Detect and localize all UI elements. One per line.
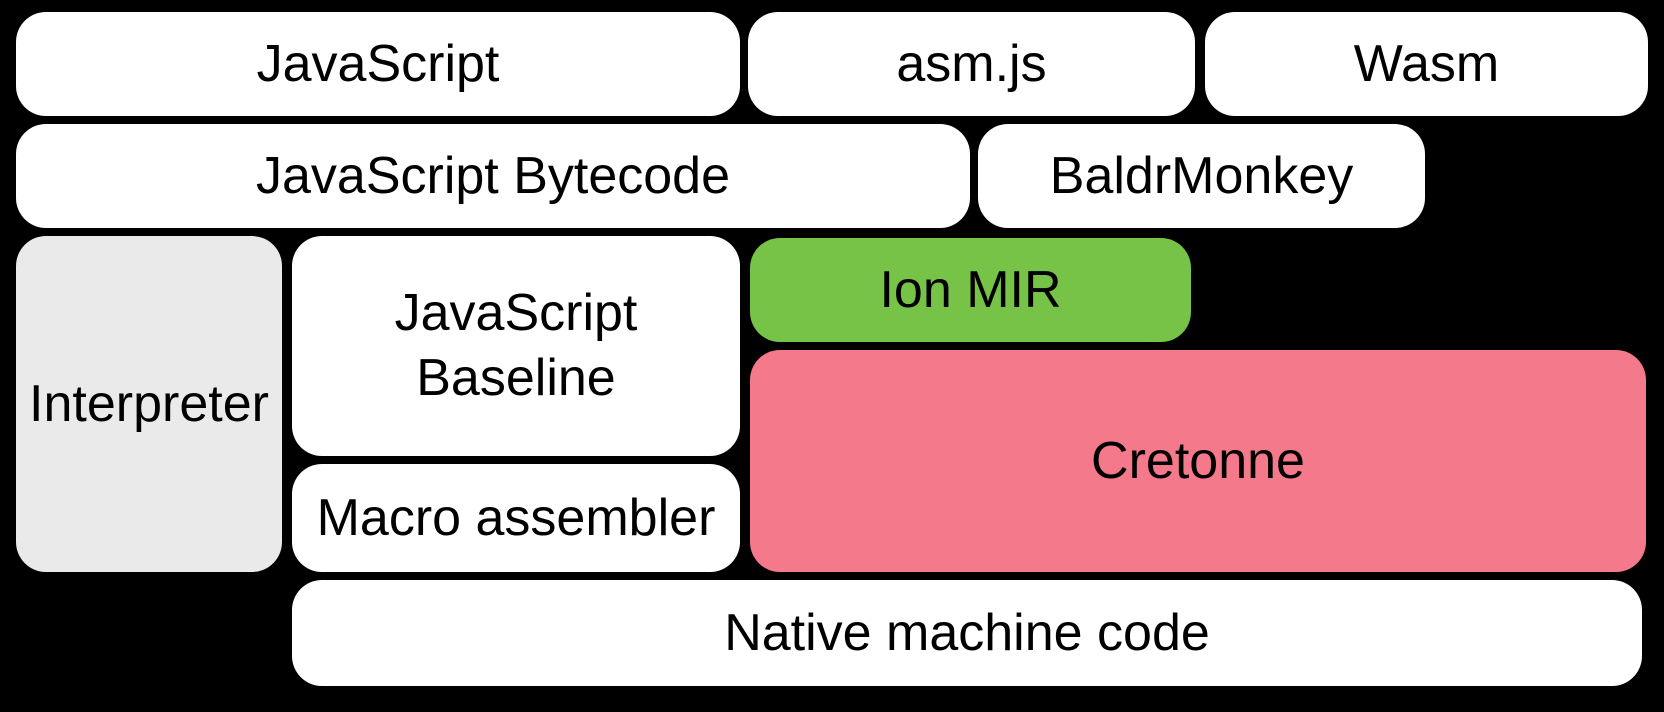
node-javascript-baseline: JavaScript Baseline — [292, 236, 740, 456]
node-asm-js: asm.js — [748, 12, 1195, 116]
node-macro-assembler: Macro assembler — [292, 464, 740, 572]
node-wasm: Wasm — [1205, 12, 1648, 116]
node-javascript-bytecode: JavaScript Bytecode — [16, 124, 970, 228]
node-interpreter: Interpreter — [16, 236, 282, 572]
node-cretonne: Cretonne — [750, 350, 1646, 572]
node-baldrmonkey: BaldrMonkey — [978, 124, 1425, 228]
node-ion-mir: Ion MIR — [750, 238, 1191, 342]
node-javascript: JavaScript — [16, 12, 740, 116]
node-native-machine-code: Native machine code — [292, 580, 1642, 686]
